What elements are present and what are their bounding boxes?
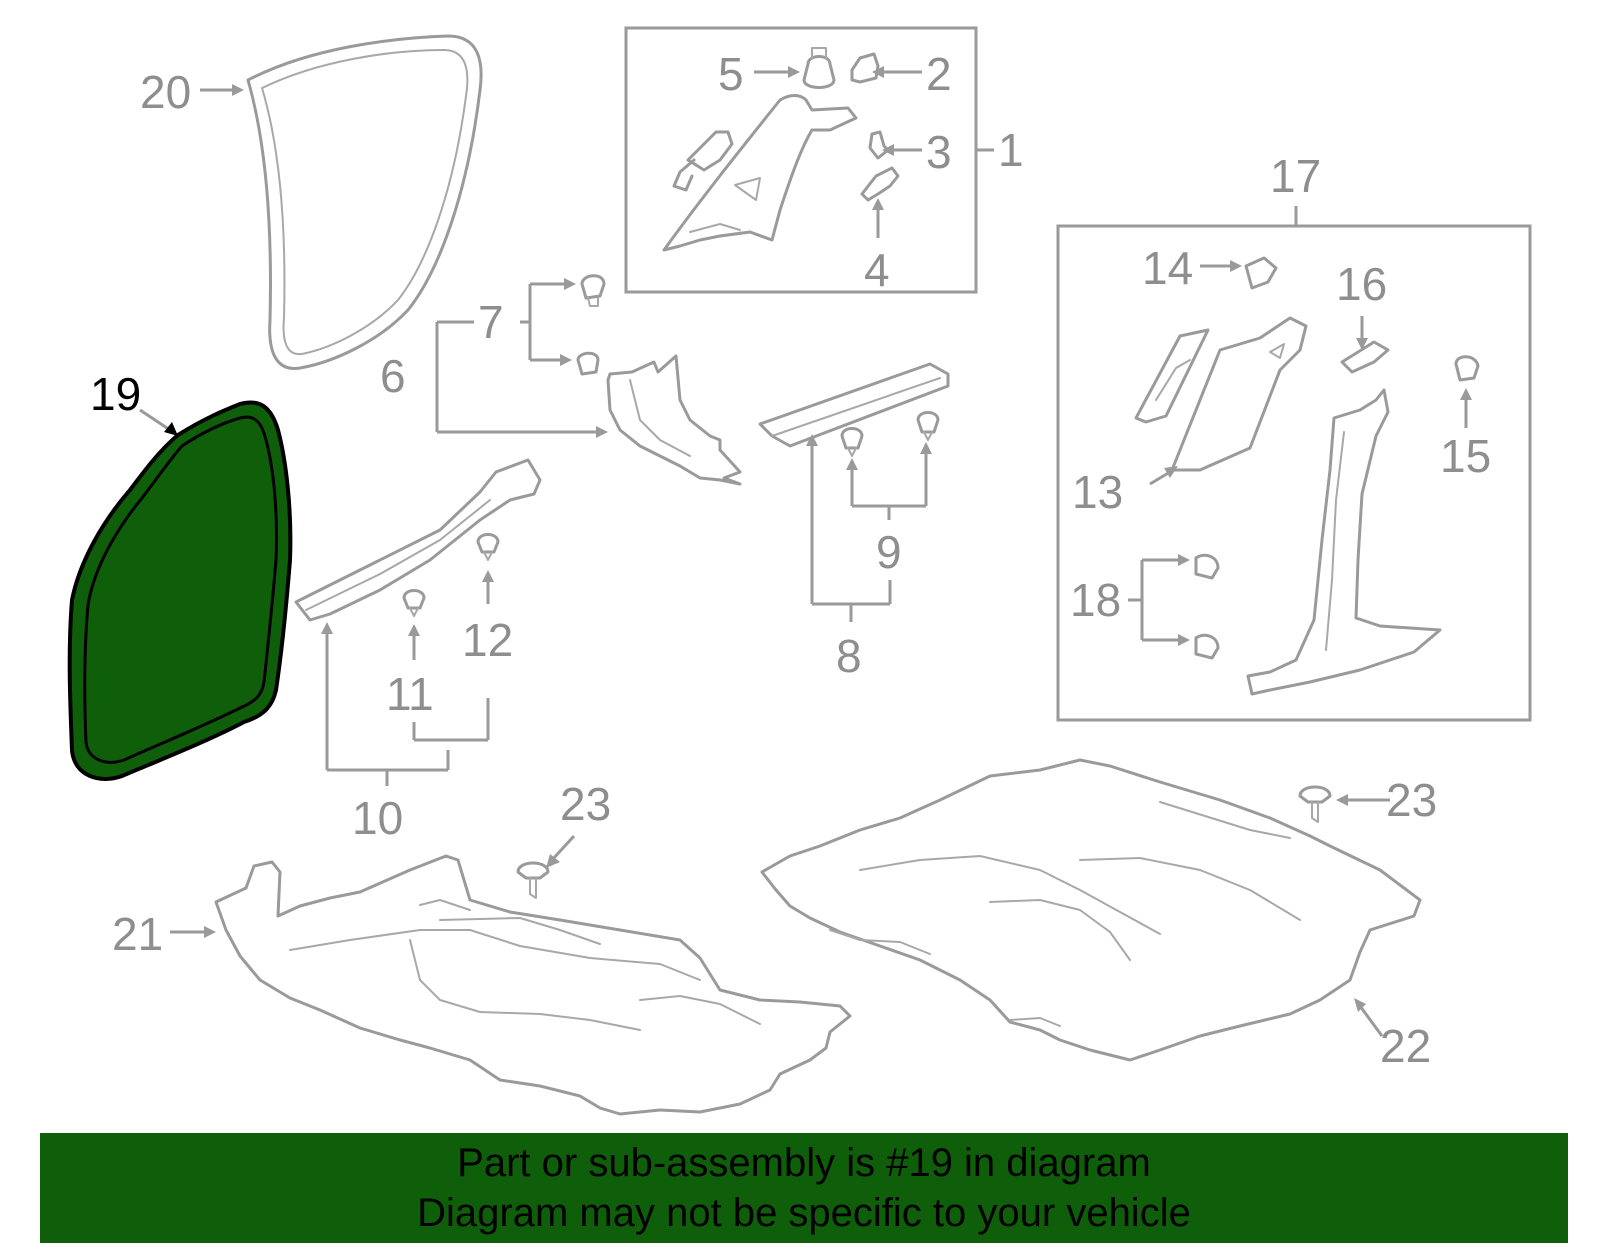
callout-1: 1: [998, 124, 1024, 176]
callout-14: 14: [1142, 242, 1193, 294]
part-17-b-pillar-lower[interactable]: [1246, 388, 1442, 696]
callout-17: 17: [1270, 150, 1321, 202]
part-4-clip[interactable]: [860, 166, 900, 202]
group-box-17: [1056, 224, 1532, 722]
callout-3: 3: [926, 126, 952, 178]
part-12-clip[interactable]: [476, 533, 500, 561]
callout-19: 19: [90, 368, 141, 420]
part-13-b-pillar-upper[interactable]: [1170, 316, 1308, 472]
part-14-clip[interactable]: [1244, 256, 1278, 290]
callout-20: 20: [140, 66, 191, 118]
callout-8: 8: [836, 630, 862, 682]
callout-22: 22: [1380, 1020, 1431, 1072]
leader-lines: [139, 66, 1472, 1037]
part-1-a-pillar-trim[interactable]: [662, 94, 858, 252]
part-10-sill-trim[interactable]: [294, 458, 542, 622]
callout-5: 5: [718, 48, 744, 100]
part-23-clip-right[interactable]: [1298, 785, 1332, 823]
part-7-clip-upper[interactable]: [580, 274, 606, 307]
part-6-kick-panel[interactable]: [606, 354, 742, 486]
part-23-clip-left[interactable]: [516, 861, 550, 899]
part-9-clip-right[interactable]: [916, 411, 940, 441]
part-15-clip[interactable]: [1454, 355, 1480, 382]
callout-4: 4: [864, 244, 890, 296]
part-19-door-seal-highlighted[interactable]: [67, 400, 293, 781]
part-16-clip[interactable]: [1340, 340, 1390, 374]
callout-13: 13: [1072, 466, 1123, 518]
part-7-clip-lower[interactable]: [576, 351, 600, 376]
callout-15: 15: [1440, 430, 1491, 482]
part-18-clip-upper[interactable]: [1194, 553, 1220, 580]
banner-line-disclaimer: Diagram may not be specific to your vehi…: [417, 1191, 1191, 1235]
callout-7: 7: [478, 296, 504, 348]
callout-21: 21: [112, 908, 163, 960]
callout-23-left: 23: [560, 778, 611, 830]
callout-9: 9: [876, 526, 902, 578]
part-11-clip[interactable]: [402, 589, 426, 617]
callout-11: 11: [386, 668, 434, 720]
part-2-clip[interactable]: [850, 52, 880, 84]
callout-10: 10: [352, 792, 403, 844]
callout-16: 16: [1336, 258, 1387, 310]
part-18-clip-lower[interactable]: [1194, 633, 1220, 660]
callout-6: 6: [380, 350, 406, 402]
info-banner: Part or sub-assembly is #19 in diagram D…: [40, 1133, 1568, 1243]
callout-2: 2: [926, 48, 952, 100]
part-20-weatherstrip[interactable]: [246, 34, 483, 370]
part-5-clip[interactable]: [802, 47, 836, 89]
part-8-scuff-plate[interactable]: [758, 362, 950, 448]
part-22-rear-carpet[interactable]: [760, 758, 1422, 1062]
group-box-1: [624, 26, 978, 294]
part-1-clip[interactable]: [672, 130, 734, 192]
callout-18: 18: [1070, 574, 1121, 626]
part-13-trim-cover[interactable]: [1134, 328, 1210, 424]
callout-12: 12: [462, 614, 513, 666]
banner-line-part-number: Part or sub-assembly is #19 in diagram: [457, 1141, 1151, 1185]
part-9-clip-left[interactable]: [840, 427, 864, 457]
callout-23-right: 23: [1386, 774, 1437, 826]
part-3-clip[interactable]: [868, 130, 890, 160]
part-21-front-carpet[interactable]: [214, 854, 852, 1116]
